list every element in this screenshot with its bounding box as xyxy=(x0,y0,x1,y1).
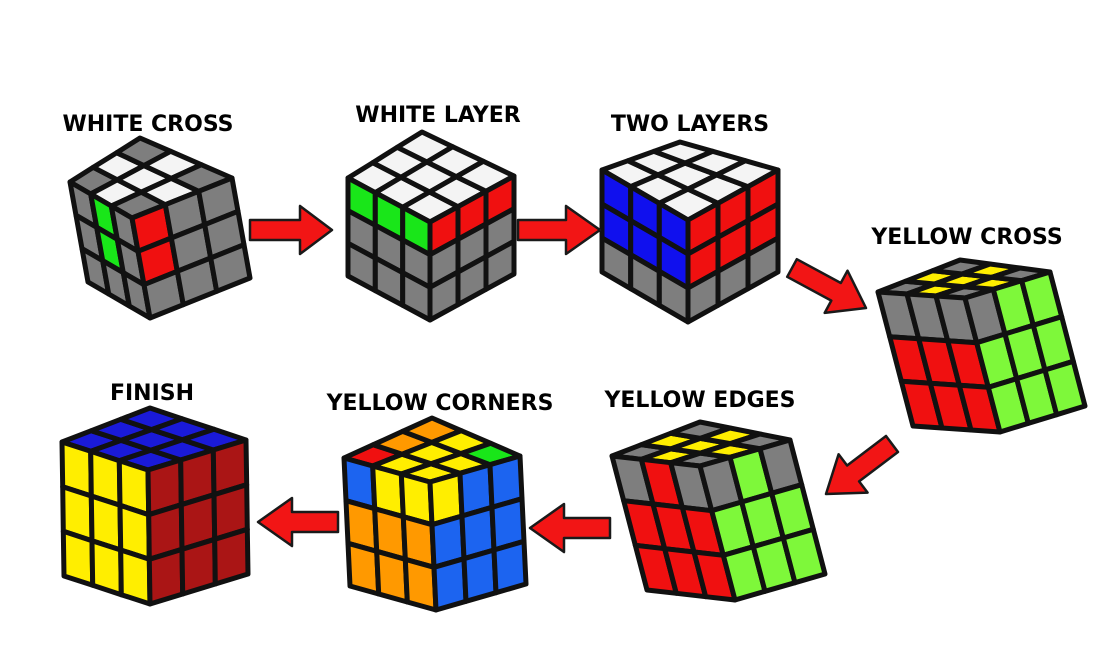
cube-outline xyxy=(610,420,827,602)
cube-outline xyxy=(342,416,528,612)
right-face xyxy=(129,175,253,321)
cube-outline xyxy=(876,258,1087,434)
cube-outline xyxy=(68,136,252,320)
cube-outline xyxy=(600,140,780,324)
arrow-3-to-4 xyxy=(785,257,868,315)
cube-yellow-edges xyxy=(609,419,828,603)
label-yellow-cross: YELLOW CROSS xyxy=(870,225,1062,250)
label-white-cross: WHITE CROSS xyxy=(62,112,233,137)
label-white-layer: WHITE LAYER xyxy=(355,103,520,128)
right-face xyxy=(427,453,529,613)
arrow-2-to-3 xyxy=(516,204,602,256)
label-yellow-corners: YELLOW CORNERS xyxy=(326,391,554,416)
arrow-1-to-2 xyxy=(248,204,334,256)
cube-two-layers xyxy=(599,139,781,325)
arrow-5-to-6 xyxy=(528,502,612,554)
arrow-4-to-5 xyxy=(824,434,900,496)
cube-finish xyxy=(59,405,251,607)
arrows xyxy=(248,204,900,554)
cube-white-layer xyxy=(345,129,517,323)
cube-yellow-corners xyxy=(341,415,529,613)
cube-outline xyxy=(346,130,516,322)
arrow-6-to-7 xyxy=(256,496,340,548)
label-yellow-edges: YELLOW EDGES xyxy=(603,388,795,413)
right-face xyxy=(962,269,1088,435)
left-face xyxy=(609,453,738,603)
cube-white-cross xyxy=(67,135,253,321)
label-two-layers: TWO LAYERS xyxy=(611,112,769,137)
label-finish: FINISH xyxy=(110,381,194,406)
cube-yellow-cross xyxy=(875,257,1088,435)
left-face xyxy=(599,167,691,325)
cube-outline xyxy=(60,406,250,606)
